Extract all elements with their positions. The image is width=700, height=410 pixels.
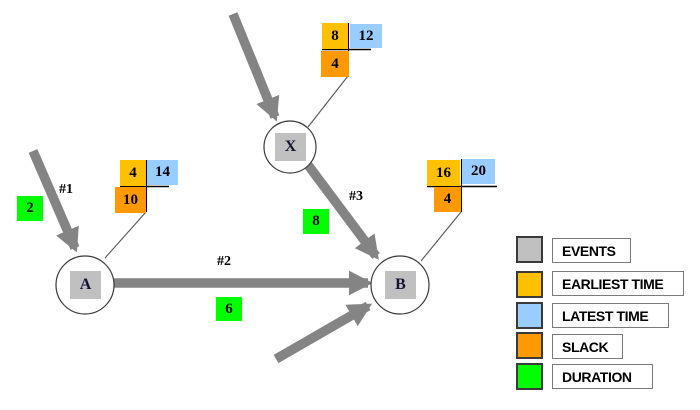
callout-line-b bbox=[420, 211, 462, 262]
activity-label-2: #2 bbox=[217, 254, 231, 269]
latest-time-box-x: 12 bbox=[350, 24, 382, 48]
duration-box-activity-3: 8 bbox=[303, 209, 329, 234]
legend-label-events: EVENTS bbox=[552, 238, 631, 263]
node-b: B bbox=[385, 271, 416, 299]
arrow-into-x bbox=[228, 12, 280, 122]
callout-line-x bbox=[307, 75, 349, 128]
latest-time-box-b: 20 bbox=[462, 159, 495, 184]
arrow-into-a bbox=[28, 149, 80, 253]
node-x: X bbox=[275, 133, 306, 161]
duration-color-swatch bbox=[516, 363, 543, 390]
legend-label-earliest-time: EARLIEST TIME bbox=[552, 271, 684, 296]
legend-label-duration: DURATION bbox=[552, 364, 653, 389]
earliest-time-box-x: 8 bbox=[322, 23, 348, 49]
activity-label-3: #3 bbox=[349, 189, 363, 204]
callout-lines bbox=[104, 75, 462, 262]
events-color-swatch bbox=[516, 236, 543, 263]
slack-box-b: 4 bbox=[434, 187, 461, 212]
node-a: A bbox=[70, 271, 101, 299]
earliest-time-color-swatch bbox=[516, 271, 543, 298]
arrow-x-to-b bbox=[304, 162, 380, 260]
activity-arrows bbox=[28, 12, 380, 364]
latest-time-box-a: 14 bbox=[147, 160, 178, 185]
slack-color-swatch bbox=[516, 332, 543, 359]
slack-box-a: 10 bbox=[115, 187, 146, 213]
earliest-time-box-b: 16 bbox=[427, 160, 460, 186]
legend-label-latest-time: LATEST TIME bbox=[552, 303, 669, 328]
latest-time-color-swatch bbox=[516, 302, 543, 329]
activity-label-1: #1 bbox=[59, 182, 73, 197]
duration-box-activity-1: 2 bbox=[17, 196, 43, 221]
slack-box-x: 4 bbox=[321, 51, 349, 77]
callout-line-a bbox=[104, 211, 147, 259]
arrow-into-b-from-bottom bbox=[273, 301, 373, 364]
duration-box-activity-2: 6 bbox=[216, 297, 242, 321]
legend-label-slack: SLACK bbox=[552, 334, 623, 359]
earliest-time-box-a: 4 bbox=[120, 160, 146, 186]
timebox-divider-lines bbox=[120, 23, 497, 212]
